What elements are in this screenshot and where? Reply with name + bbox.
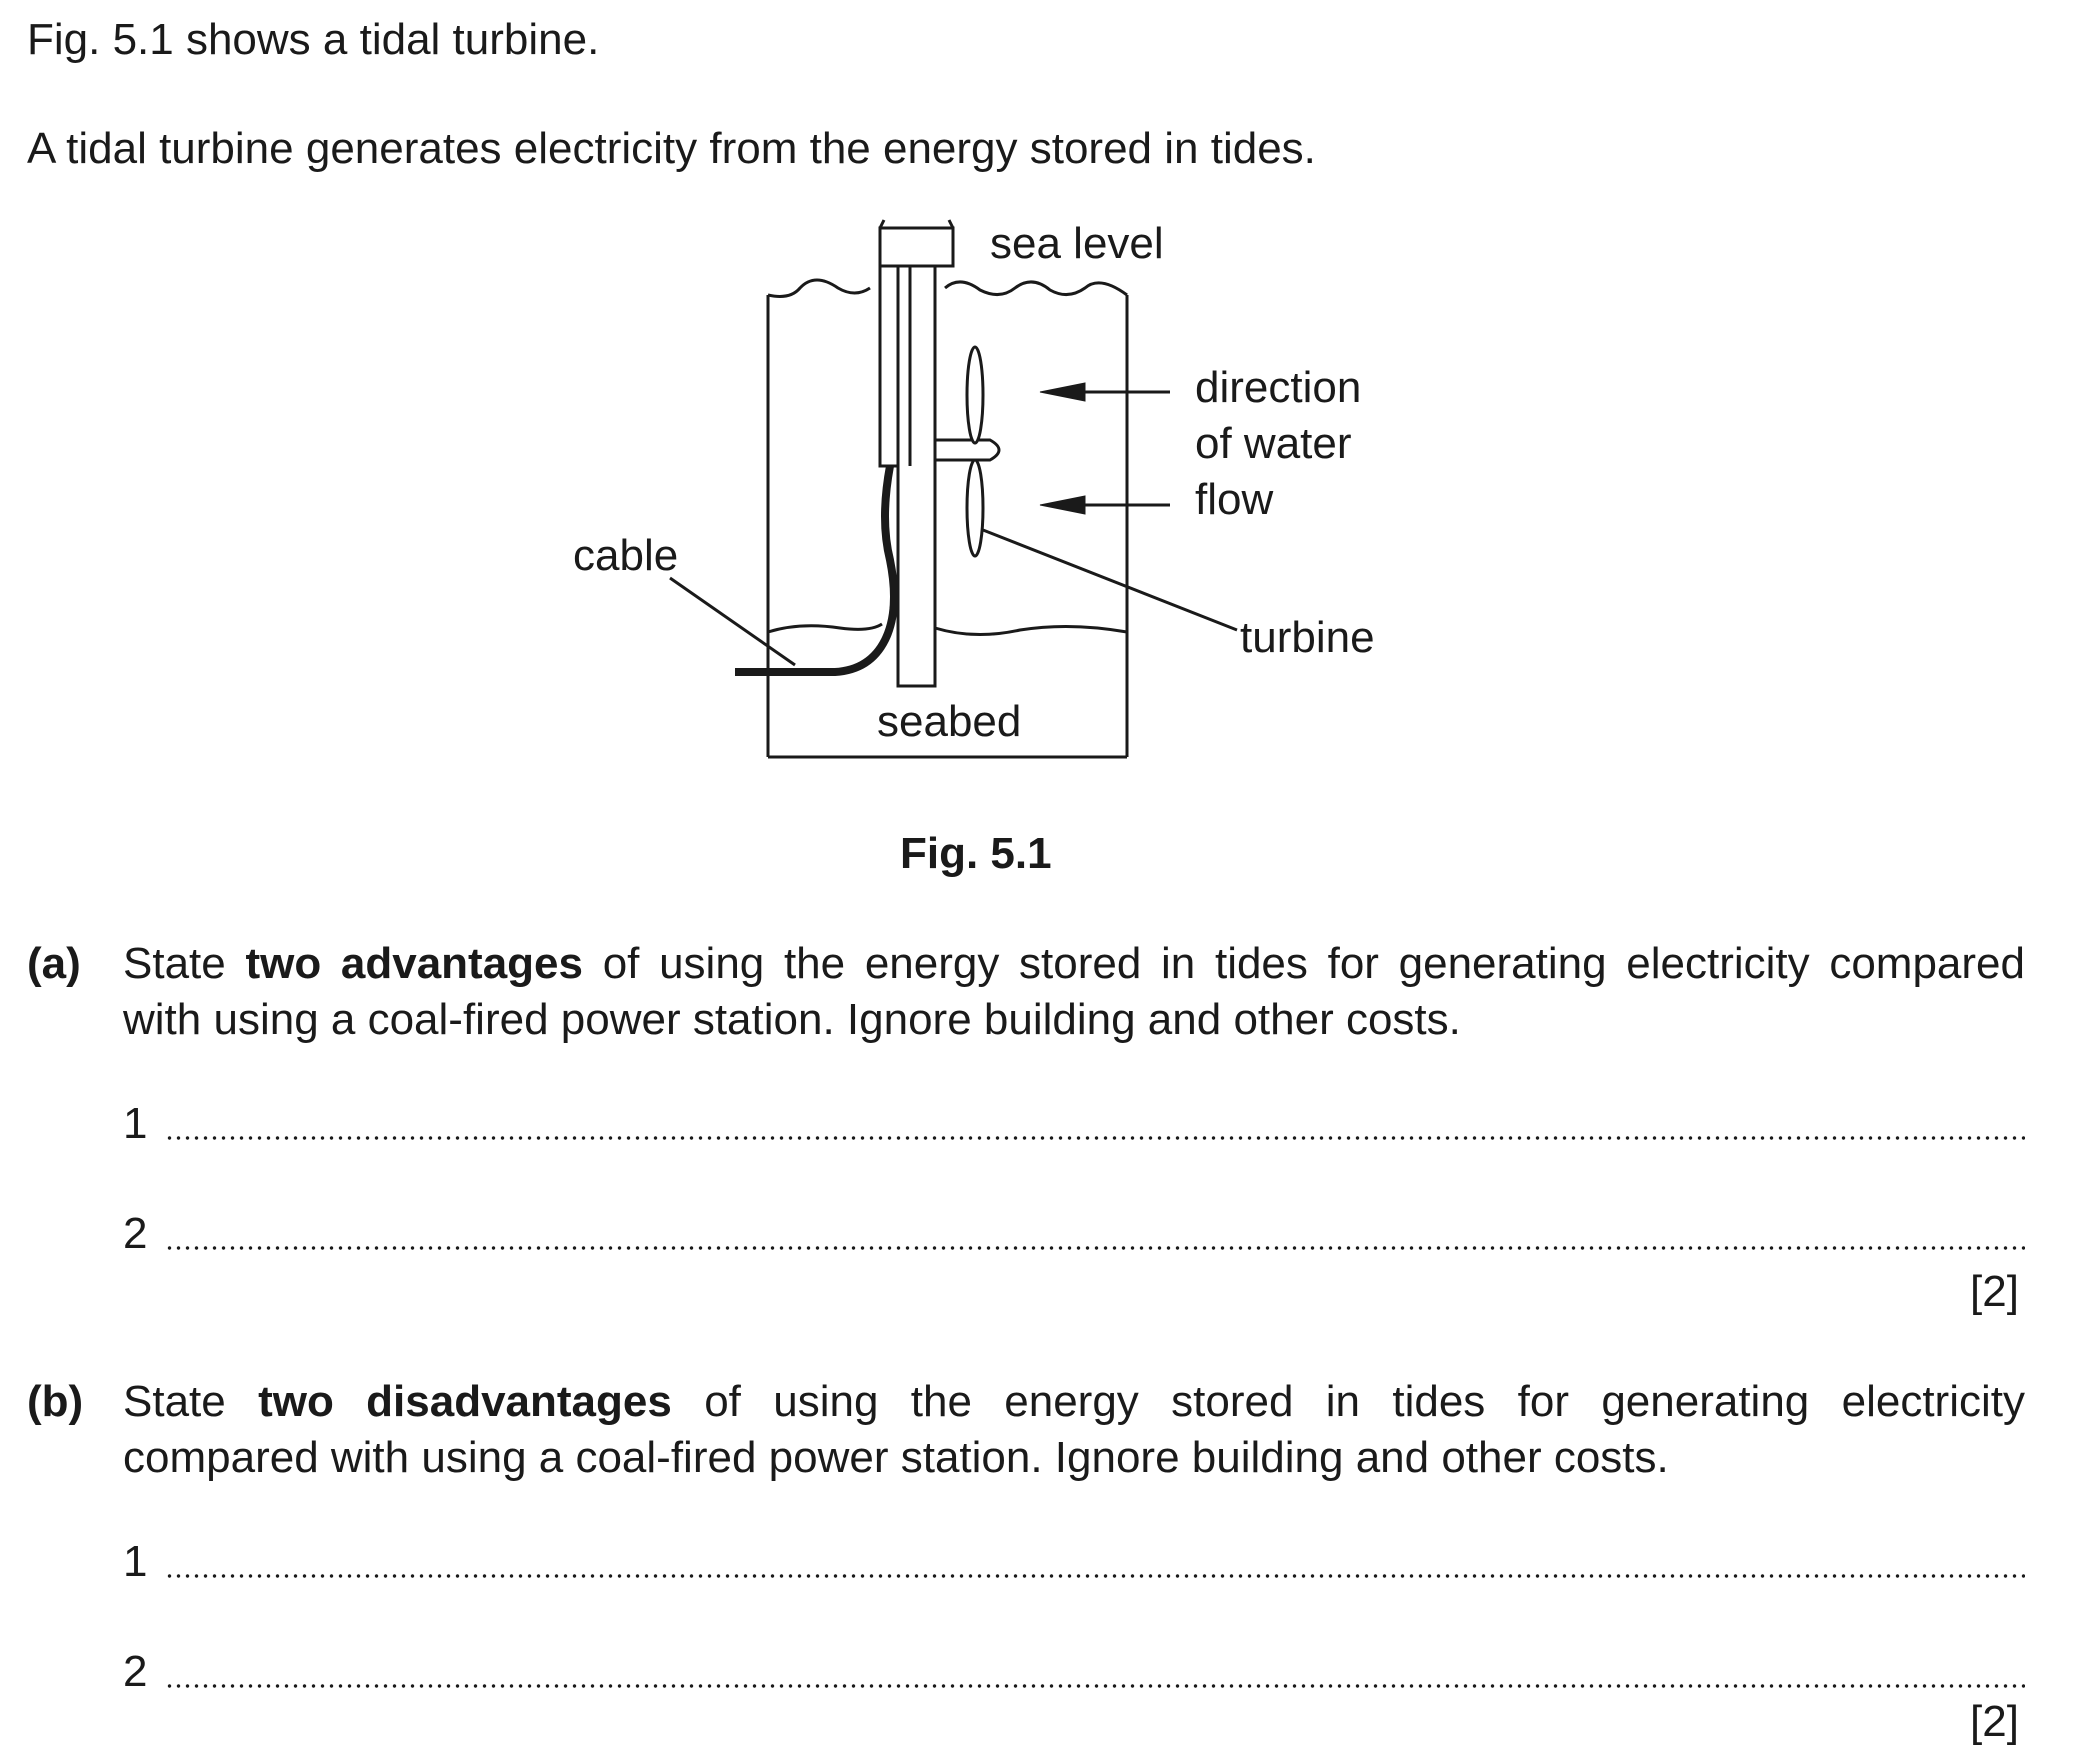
answer-dotted-line[interactable] — [165, 1135, 2025, 1141]
label-of-water: of water — [1195, 419, 1352, 468]
question-a-text: State two advantages of using the energy… — [123, 936, 2025, 1048]
turbine-blade-lower — [965, 458, 985, 558]
turbine-blade-upper — [965, 345, 985, 445]
label-turbine: turbine — [1240, 613, 1375, 662]
answer-dotted-line[interactable] — [165, 1683, 2025, 1689]
question-b-line-2: compared with using a coal-fired power s… — [123, 1433, 1669, 1482]
water-flow-arrows — [1039, 382, 1170, 515]
intro-line-1: Fig. 5.1 shows a tidal turbine. — [27, 15, 600, 64]
tower-pole — [896, 264, 937, 688]
marks-a: [2] — [1970, 1267, 2019, 1316]
tower-cap-clip — [878, 219, 955, 229]
answer-number: 1 — [123, 1537, 148, 1586]
label-direction: direction — [1195, 363, 1361, 412]
answer-number: 2 — [123, 1209, 148, 1258]
label-flow: flow — [1195, 475, 1273, 524]
answer-a-2[interactable]: 2 — [123, 1207, 2025, 1261]
intro-line-2: A tidal turbine generates electricity fr… — [27, 124, 1316, 173]
turbine-leader-line — [982, 528, 1238, 632]
question-a-line-2: with using a coal-fired power station. I… — [123, 995, 1461, 1044]
answer-a-1[interactable]: 1 — [123, 1097, 2025, 1151]
question-b-line-1: State two disadvantages of using the ene… — [123, 1377, 2025, 1426]
label-sea-level: sea level — [990, 219, 1164, 268]
answer-dotted-line[interactable] — [165, 1245, 2025, 1251]
sea-surface-left — [767, 278, 871, 298]
question-b-text: State two disadvantages of using the ene… — [123, 1374, 2025, 1486]
answer-b-1[interactable]: 1 — [123, 1535, 2025, 1589]
question-a-label: (a) — [27, 939, 81, 988]
question-b-label: (b) — [27, 1377, 84, 1426]
answer-number: 2 — [123, 1647, 148, 1696]
cable — [735, 465, 898, 676]
answer-b-2[interactable]: 2 — [123, 1645, 2025, 1699]
label-cable: cable — [573, 531, 678, 580]
seabed-line-right — [934, 624, 1128, 636]
sea-surface-right — [944, 280, 1128, 297]
label-seabed: seabed — [877, 697, 1021, 746]
seabed-line-left — [767, 622, 883, 634]
answer-number: 1 — [123, 1099, 148, 1148]
cable-leader-line — [669, 576, 796, 667]
tower-cap — [878, 226, 955, 268]
question-a-line-1: State two advantages of using the energy… — [123, 939, 2025, 988]
answer-dotted-line[interactable] — [165, 1573, 2025, 1579]
marks-b: [2] — [1970, 1697, 2019, 1746]
turbine-hub — [935, 438, 1001, 462]
figure-caption: Fig. 5.1 — [900, 829, 1052, 878]
